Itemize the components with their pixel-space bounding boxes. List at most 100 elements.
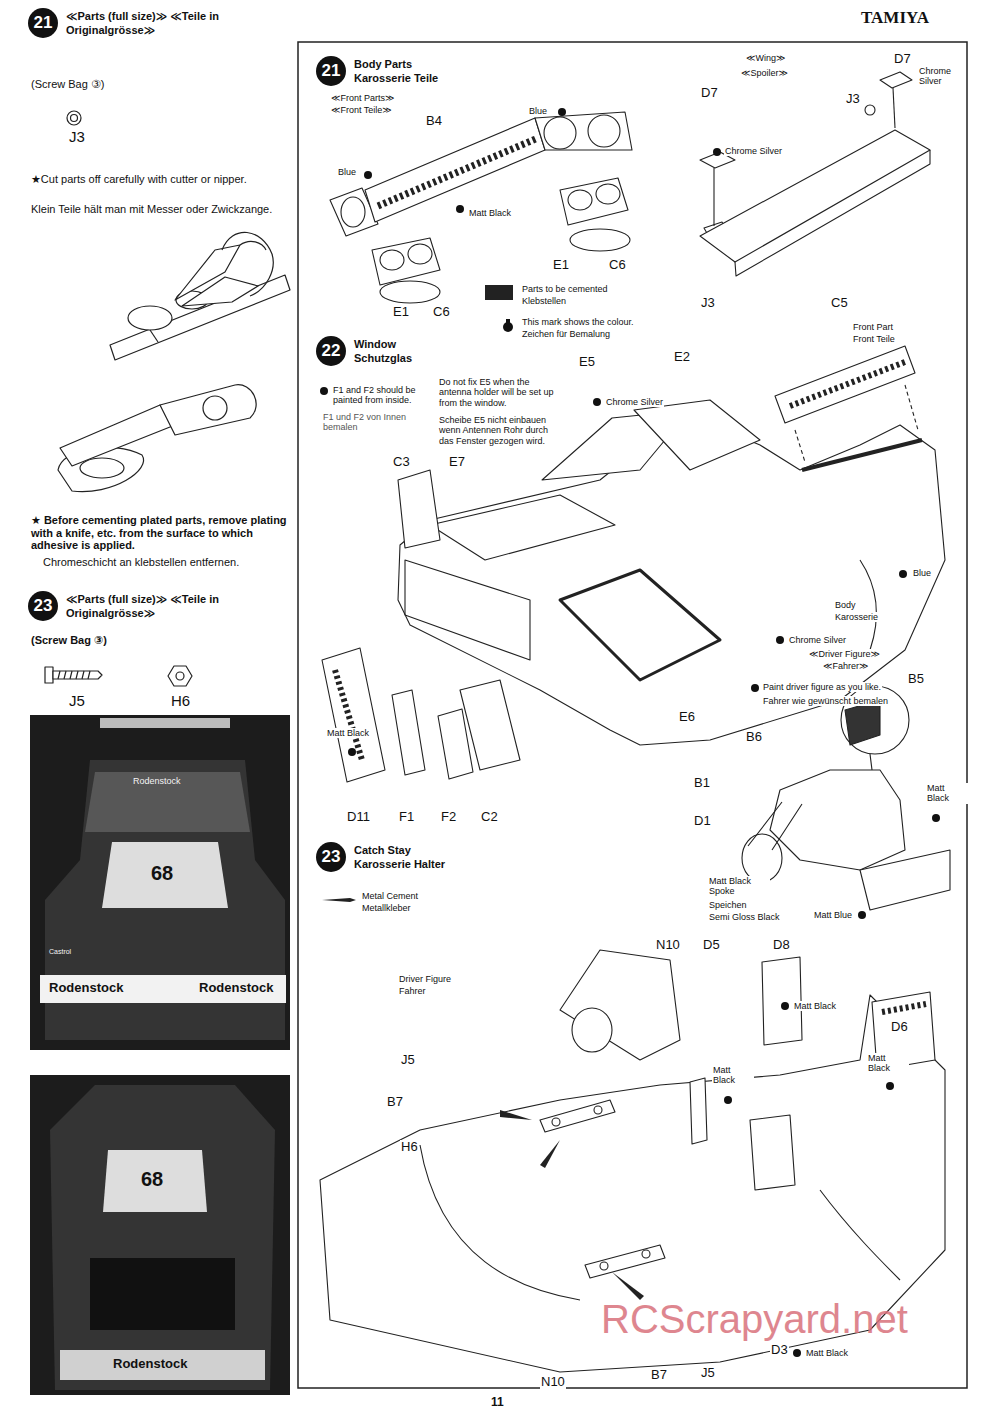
note-text: ≪Wing≫ [745, 53, 786, 63]
note-text: Matt Black Spoke [708, 876, 770, 897]
note-text: Fahrer [398, 986, 427, 996]
step-number-text: 23 [316, 842, 346, 872]
note-text: Matt Black [867, 1053, 909, 1074]
note-text: (Screw Bag ③) [30, 78, 105, 91]
note-text: Blue [337, 167, 357, 177]
note-text: Matt Black [805, 1348, 849, 1358]
note-text: Chrome Silver [918, 66, 966, 87]
part-label: D6 [890, 1020, 909, 1035]
step-number-text: 21 [28, 8, 58, 38]
part-label: E1 [552, 258, 570, 273]
step-number: 21≪Parts (full size)≫ ≪Teile in Original… [28, 8, 58, 38]
step-number: 22Window Schutzglas [316, 336, 346, 366]
watermark: RCScrapyard.net [600, 1296, 909, 1342]
part-label: B1 [693, 776, 711, 791]
part-label: C5 [830, 296, 849, 311]
step-number: 23≪Parts (full size)≫ ≪Teile in Original… [28, 591, 58, 621]
step-heading: ≪Parts (full size)≫ ≪Teile in Originalgr… [66, 9, 238, 38]
legend-text: Parts to be cemented Klebstellen [522, 283, 652, 307]
part-label: D5 [702, 938, 721, 953]
part-label: N10 [655, 938, 681, 953]
photo-text: 68 [140, 1168, 164, 1191]
part-label: D11 [346, 810, 371, 825]
note-text: Front Teile [852, 334, 896, 344]
note-text: Speichen [708, 900, 748, 910]
photo-text: Rodenstock [198, 981, 274, 996]
part-label: N10 [540, 1375, 566, 1390]
photo-text: Rodenstock [112, 1357, 188, 1372]
note-text: ★Cut parts off carefully with cutter or … [30, 173, 282, 186]
note-text: ≪Fahrer≫ [822, 661, 869, 671]
part-label: C2 [480, 810, 499, 825]
photo-text: Castrol [48, 948, 72, 956]
note-text: Matt Black [326, 728, 370, 738]
part-label: B7 [650, 1368, 668, 1383]
note-text: Scheibe E5 nicht einbauen wenn Antennen … [438, 415, 562, 446]
part-label: F1 [398, 810, 415, 825]
note-text: 11 [490, 1396, 505, 1410]
part-label: B6 [745, 730, 763, 745]
part-label: J3 [700, 296, 716, 311]
brand-name: TAMIYA [860, 8, 930, 28]
part-label: D8 [772, 938, 791, 953]
legend-text: This mark shows the colour. Zeichen für … [522, 316, 652, 340]
part-label: B5 [907, 672, 925, 687]
part-label: J3 [68, 128, 86, 145]
part-label: H6 [170, 692, 191, 709]
part-label: D7 [893, 52, 912, 67]
note-text: ≪Spoiler≫ [740, 68, 789, 78]
part-label: C3 [392, 455, 411, 470]
note-text: ≪Driver Figure≫ [808, 649, 881, 659]
cement-line-sample [322, 892, 358, 908]
note-text: Matt Black [468, 208, 512, 218]
part-label: D3 [770, 1343, 789, 1358]
note-text: Matt Black [712, 1065, 754, 1086]
part-label: J5 [68, 692, 86, 709]
note-text: Matt Blue [813, 910, 853, 920]
step-number-text: 23 [28, 591, 58, 621]
note-text: Paint driver figure as you like. [762, 682, 882, 692]
part-label: C6 [608, 258, 627, 273]
note-text: F1 und F2 von Innen bemalen [322, 412, 424, 433]
part-label: E1 [392, 305, 410, 320]
note-text: Chromeschicht an klebstellen entfernen. [42, 556, 294, 569]
note-text: Chrome Silver [605, 397, 664, 407]
part-label: E7 [448, 455, 466, 470]
note-text: Chrome Silver [724, 146, 783, 156]
part-label: H6 [400, 1140, 419, 1155]
part-label: E2 [673, 350, 691, 365]
note-text: ≪Front Teile≫ [330, 105, 393, 115]
step-number: 23Catch Stay Karosserie Halter [316, 842, 346, 872]
note-text: Matt Black [793, 1001, 837, 1011]
note-text: Driver Figure [398, 974, 452, 984]
note-text: Do not fix E5 when the antenna holder wi… [438, 377, 562, 408]
photo-text: Rodenstock [132, 776, 182, 786]
note-text: Body [834, 600, 857, 610]
note-text: Semi Gloss Black [708, 912, 781, 922]
part-label: C6 [432, 305, 451, 320]
part-label: B4 [425, 114, 443, 129]
part-label: J5 [700, 1366, 716, 1381]
note-text: Fahrer wie gewünscht bemalen [762, 696, 889, 706]
note-text: Matt Black [926, 783, 968, 804]
part-label: D7 [700, 86, 719, 101]
part-label: J3 [845, 92, 861, 107]
note-text: Blue [912, 568, 932, 578]
step-heading: ≪Parts (full size)≫ ≪Teile in Originalgr… [66, 592, 238, 621]
part-label: E6 [678, 710, 696, 725]
part-label: E5 [578, 355, 596, 370]
note-text: Chrome Silver [788, 635, 847, 645]
note-text: ≪Front Parts≫ [330, 93, 395, 103]
part-label: D1 [693, 814, 712, 829]
colour-mark-sample [500, 318, 518, 334]
photo-text: 68 [150, 862, 174, 885]
note-text: Karosserie [834, 612, 879, 622]
part-label: J5 [400, 1053, 416, 1068]
step-number-text: 22 [316, 336, 346, 366]
note-text: ★ Before cementing plated parts, remove … [30, 514, 290, 552]
legend-swatch [485, 285, 513, 300]
photo-text: Rodenstock [48, 981, 124, 996]
step-heading: Catch Stay Karosserie Halter [354, 843, 469, 872]
legend-text: Metal Cement Metallkleber [362, 890, 437, 914]
note-text: Front Part [852, 322, 894, 332]
